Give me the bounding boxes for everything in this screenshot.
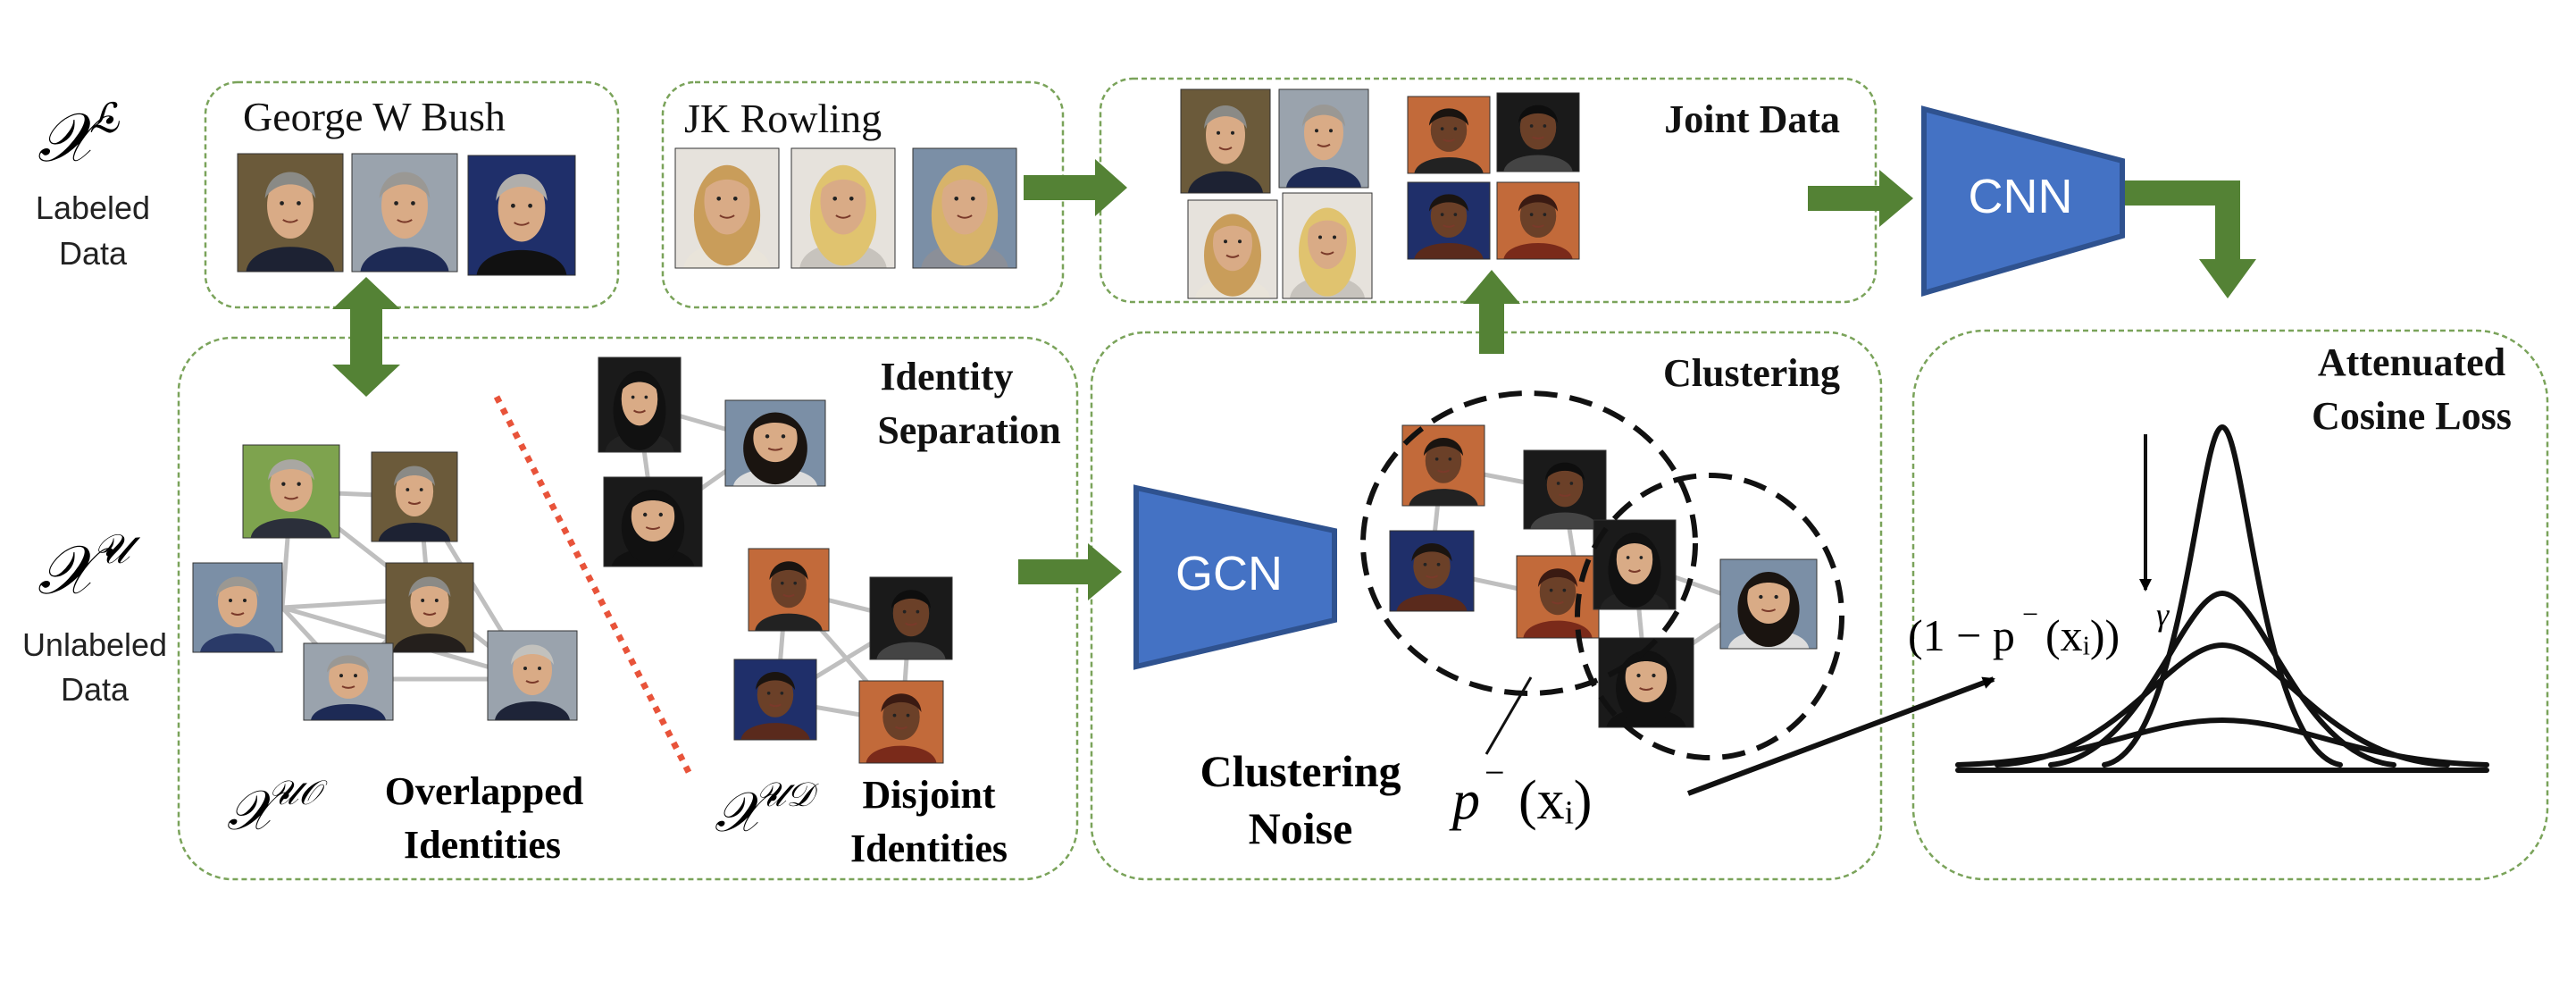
disjoint-superscript: 𝒰𝒟: [756, 776, 819, 814]
cluster-circle-1: [1360, 390, 1698, 696]
rowling-face-2: [790, 147, 896, 269]
joint-face-a-4: [1496, 181, 1580, 260]
p-minus-superscript: −: [1485, 752, 1505, 793]
cnn-block: CNN: [1921, 105, 2125, 297]
flow-arrows: [332, 159, 2256, 600]
joint-face-a-2: [1496, 92, 1580, 172]
rowling-face-3: [912, 147, 1017, 269]
cnn-label: CNN: [1969, 170, 2073, 223]
overlap-face-4: [385, 562, 474, 653]
attenuation-formula: (1 − p − (xᵢ)) γ: [1908, 597, 2170, 660]
bush-face-2: [351, 153, 458, 273]
identity-separation-1: Identity: [880, 355, 1013, 399]
cluster-face-a3: [1389, 530, 1475, 612]
disjoint-label-2: Identities: [850, 827, 1008, 870]
disjoint-face-m3: [603, 476, 703, 567]
overlapped-label-2: Identities: [404, 823, 561, 867]
cluster-face-m2: [1719, 558, 1818, 650]
gcn-block: GCN: [1133, 484, 1337, 670]
arrow-to-cnn: [1808, 170, 1913, 227]
clustering-noise-2: Noise: [1249, 803, 1353, 853]
arrow-to-joint: [1024, 159, 1127, 216]
disjoint-face-a1: [748, 548, 830, 632]
joint-face-a-3: [1407, 181, 1491, 260]
pointer-to-overlap: [1485, 676, 1533, 755]
disjoint-face-a3: [733, 659, 817, 741]
overlap-face-1: [242, 444, 340, 539]
gamma-exponent: γ: [2156, 597, 2170, 633]
labeled-text-1: Labeled: [36, 189, 150, 226]
p-minus-expression: p − (xᵢ): [1449, 752, 1592, 831]
overlap-face-3: [192, 562, 283, 653]
arrow-cluster-to-joint: [1463, 270, 1520, 354]
unlabeled-text-1: Unlabeled: [22, 626, 167, 663]
bush-face-3: [467, 155, 576, 276]
overlap-face-5: [303, 642, 394, 721]
joint-face-rowling-1: [1187, 199, 1278, 299]
joint-data-title: Joint Data: [1664, 97, 1840, 141]
x-l-superscript: ℒ: [89, 96, 120, 141]
unlabeled-data-label: 𝒳 𝒰: [38, 526, 141, 608]
bush-box: [204, 80, 620, 309]
overlap-face-6: [487, 630, 578, 721]
arrow-to-loss: [1686, 676, 1995, 796]
bidirectional-arrow: [332, 277, 400, 397]
joint-face-bush-2: [1278, 88, 1369, 189]
labeled-data-label: 𝒳 ℒ: [38, 96, 120, 176]
p-minus-argument: (xᵢ): [1518, 770, 1592, 831]
cluster-face-m1: [1593, 519, 1677, 610]
arrow-to-gcn: [1018, 543, 1122, 600]
rowling-face-1: [674, 147, 780, 269]
disjoint-face-m1: [598, 357, 682, 453]
cluster-face-a2: [1523, 449, 1607, 530]
disjoint-face-a2: [869, 576, 953, 660]
disjoint-face-a4: [858, 680, 944, 764]
clustering-title: Clustering: [1663, 351, 1840, 395]
disjoint-label-1: Disjoint: [862, 773, 995, 817]
overlapped-label-1: Overlapped: [385, 769, 583, 813]
overlap-face-2: [371, 451, 458, 542]
cluster-face-a1: [1401, 424, 1485, 507]
overlapped-superscript: 𝒰𝒪: [268, 775, 328, 812]
joint-face-rowling-2: [1282, 192, 1373, 299]
disjoint-face-m2: [724, 399, 826, 487]
loss-box: [1911, 329, 2549, 881]
identity-separation-2: Separation: [877, 408, 1060, 452]
p-minus-symbol: p: [1449, 770, 1480, 831]
rowling-title: JK Rowling: [684, 96, 882, 141]
identity-separator: [493, 395, 695, 779]
gcn-label: GCN: [1175, 547, 1283, 600]
attenuated-loss-curves: [1955, 424, 2489, 773]
x-u-superscript: 𝒰: [93, 526, 141, 572]
attenuation-argument: (xᵢ)): [2045, 610, 2120, 660]
labeled-text-2: Data: [59, 235, 128, 272]
unlabeled-text-2: Data: [61, 671, 130, 708]
attenuation-prefix: (1 − p: [1908, 610, 2015, 660]
attenuated-title-1: Attenuated: [2318, 340, 2505, 384]
bush-face-1: [237, 153, 344, 273]
joint-face-bush-1: [1180, 88, 1271, 194]
attenuation-superscript: −: [2022, 598, 2038, 630]
unlabeled-box: [177, 336, 1079, 881]
joint-face-a-1: [1407, 96, 1491, 174]
cluster-face-m3: [1598, 637, 1694, 728]
cluster-circle-2: [1575, 473, 1844, 760]
attenuated-title-2: Cosine Loss: [2312, 394, 2512, 438]
arrow-cnn-down: [2124, 180, 2256, 298]
clustering-noise-1: Clustering: [1200, 746, 1401, 796]
bush-title: George W Bush: [243, 94, 506, 139]
